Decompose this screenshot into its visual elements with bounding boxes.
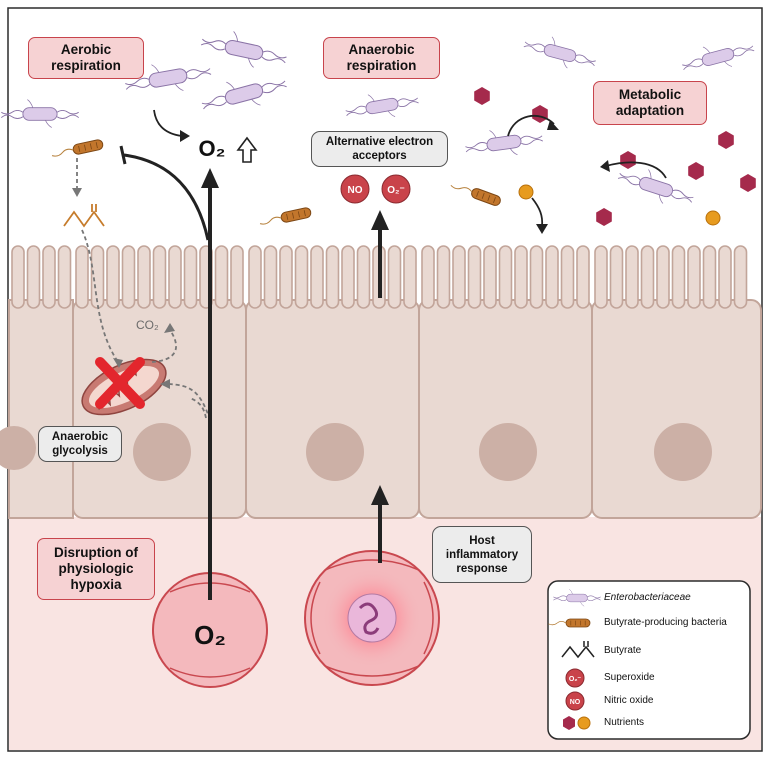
nucleus [479,423,537,481]
microvillus [436,245,451,309]
nucleus [0,426,36,470]
host-inflammatory-response-label: Host inflammatory response [432,526,532,583]
microvillus [230,245,244,309]
legend-nitric-oxide-badge: NO [570,699,581,706]
epithelial-cell [591,299,762,519]
no-badge-label: NO [348,185,363,196]
nucleus [306,423,364,481]
microvillus [121,245,136,309]
microvillus [687,245,701,309]
microvillus [545,245,559,309]
alternative-electron-acceptors-label: Alternative electron acceptors [311,131,448,167]
microvillus [560,245,575,309]
microvillus [514,245,528,309]
neutrophil-icon [347,593,397,643]
microvillus [106,245,120,309]
superoxide-badge-label: O₂⁻ [387,185,405,196]
legend-superoxide-badge: O₂⁻ [569,676,582,683]
microvillus [594,245,608,309]
legend-superoxide-icon [565,668,585,688]
legend-superoxide-label: Superoxide [604,672,655,683]
microvillus [671,245,686,309]
nitric-oxide-icon [340,174,370,204]
microvillus [152,245,167,309]
co2-label: CO₂ [136,318,159,332]
inhibition-line [123,153,210,241]
microvillus [718,245,732,309]
curved-arrows [153,109,667,227]
legend-nutrients-label: Nutrients [604,717,645,728]
o2-vessel-label: O₂ [194,620,226,650]
microvillus [498,245,513,309]
microvillus [168,245,182,309]
nucleus [133,423,191,481]
microvillus [702,245,717,309]
increase-arrow-icon [236,136,258,163]
legend-butyrate-label: Butyrate [604,645,642,656]
microvillus [279,245,293,309]
epithelial-cell [8,299,74,519]
microvillus [183,245,198,309]
microvillus [310,245,324,309]
o2-increase-label: O₂ [198,136,226,161]
microvillus [467,245,482,309]
microvillus [356,245,371,309]
microvillus [640,245,655,309]
legend-butyrate-icon [561,641,595,659]
disruption-hypoxia-label: Disruption of physiologic hypoxia [37,538,155,600]
legend-butyrate-bacteria-label: Butyrate-producing bacteria [604,617,727,628]
superoxide-icon [381,174,411,204]
microvillus [421,245,435,309]
microvillus [26,245,41,309]
microvillus [325,245,340,309]
inhibition-bar [119,145,127,165]
microvillus [403,245,417,309]
butyrate-molecule-icon [63,204,105,228]
butyrate-pathway-arrows [76,158,211,421]
legend-nutrient-ball-icon [577,716,591,730]
curved-arrowheads [180,120,610,234]
microvillus [483,245,497,309]
microvillus [214,245,229,309]
microvillus [137,245,151,309]
epithelial-cell [418,299,593,519]
legend-nitric-oxide-icon [565,691,585,711]
legend-nitric-oxide-label: Nitric oxide [604,695,654,706]
microvillus [263,245,278,309]
epithelium [0,245,762,519]
microvillus [609,245,624,309]
epithelial-cell [245,299,420,519]
microvilli [11,245,748,309]
legend-box [547,580,751,740]
microvillus [387,245,402,309]
inhibition-cross-icon [95,357,145,409]
microvillus [529,245,544,309]
anaerobic-glycolysis-label: Anaerobic glycolysis [38,426,122,462]
microvillus [341,245,355,309]
microvillus [11,245,25,309]
aerobic-respiration-label: Aerobic respiration [28,37,144,79]
microvillus [656,245,670,309]
microvillus [625,245,639,309]
microvillus [248,245,262,309]
microvillus [452,245,466,309]
nucleus [654,423,712,481]
pathway-arrowheads [72,188,175,389]
microvillus [576,245,590,309]
microvillus [75,245,89,309]
legend-enterobacteriaceae-label: Enterobacteriaceae [604,592,691,603]
legend-nutrient-hex-icon [563,716,575,730]
microvillus [294,245,309,309]
microvillus [42,245,56,309]
anaerobic-respiration-label: Anaerobic respiration [323,37,440,79]
microvillus [57,245,72,309]
metabolic-adaptation-label: Metabolic adaptation [593,81,707,125]
microvillus [733,245,748,309]
blood-vessel-inflammation [304,550,440,686]
